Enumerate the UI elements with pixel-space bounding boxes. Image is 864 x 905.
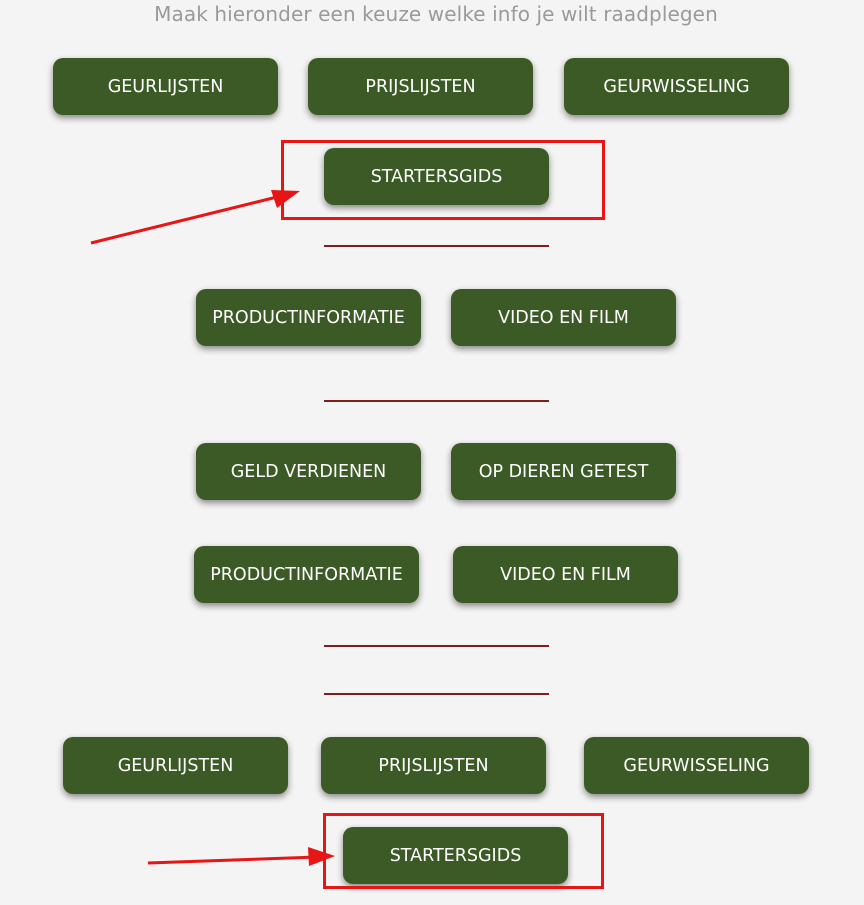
op-dieren-getest-button[interactable]: OP DIEREN GETEST — [451, 443, 676, 500]
startersgids-button[interactable]: STARTERSGIDS — [324, 148, 549, 205]
divider-3 — [324, 645, 549, 647]
geurlijsten-button-2[interactable]: GEURLIJSTEN — [63, 737, 288, 794]
divider-1 — [324, 245, 549, 247]
highlight-box-bottom — [323, 813, 604, 889]
geurwisseling-button-2[interactable]: GEURWISSELING — [584, 737, 809, 794]
video-en-film-button[interactable]: VIDEO EN FILM — [451, 289, 676, 346]
arrow-bottom-line — [147, 855, 319, 865]
arrow-top-line — [90, 193, 286, 245]
geld-verdienen-button[interactable]: GELD VERDIENEN — [196, 443, 421, 500]
intro-text: Maak hieronder een keuze welke info je w… — [154, 2, 718, 26]
prijslijsten-button-2[interactable]: PRIJSLIJSTEN — [321, 737, 546, 794]
prijslijsten-button[interactable]: PRIJSLIJSTEN — [308, 58, 533, 115]
geurlijsten-button[interactable]: GEURLIJSTEN — [53, 58, 278, 115]
productinformatie-button[interactable]: PRODUCTINFORMATIE — [196, 289, 421, 346]
arrow-top-head — [271, 190, 300, 208]
divider-4 — [324, 693, 549, 695]
video-en-film-button-2[interactable]: VIDEO EN FILM — [453, 546, 678, 603]
divider-2 — [324, 400, 549, 402]
arrow-bottom-head — [308, 847, 335, 866]
highlight-box-top — [281, 140, 605, 220]
geurwisseling-button[interactable]: GEURWISSELING — [564, 58, 789, 115]
startersgids-button-2[interactable]: STARTERSGIDS — [343, 827, 568, 884]
productinformatie-button-2[interactable]: PRODUCTINFORMATIE — [194, 546, 419, 603]
